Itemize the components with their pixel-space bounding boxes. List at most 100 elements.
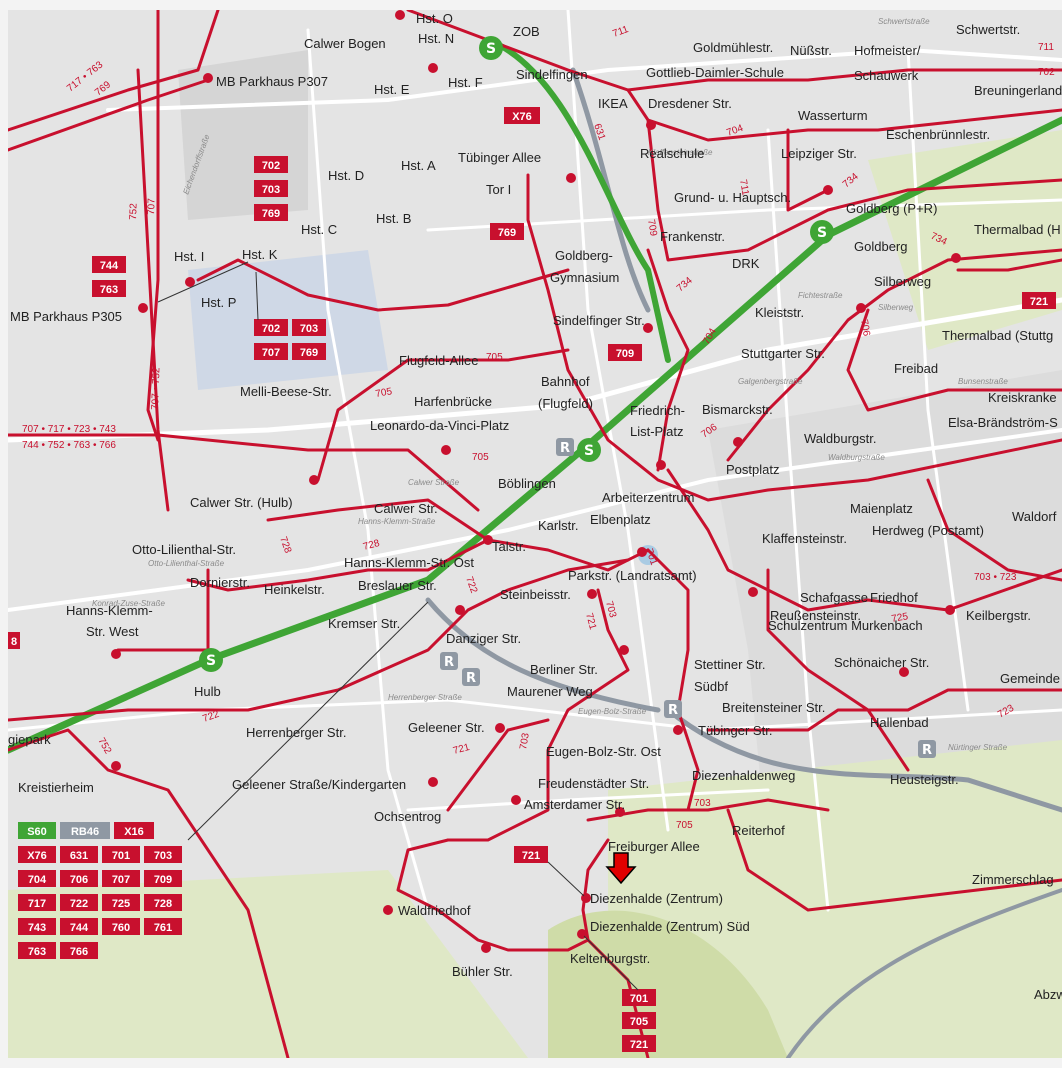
stop-dot[interactable]	[428, 63, 438, 73]
stop-dot[interactable]	[441, 445, 451, 455]
stop-label[interactable]: IKEA	[598, 96, 628, 111]
s-bahn-icon[interactable]: S	[577, 438, 601, 462]
legend-badge[interactable]: 631	[60, 846, 98, 863]
stop-dot[interactable]	[646, 120, 656, 130]
stop-label[interactable]: Breslauer Str.	[358, 578, 437, 593]
legend-badge[interactable]: 761	[144, 918, 182, 935]
stop-label[interactable]: Kreistierheim	[18, 780, 94, 795]
stop-dot[interactable]	[481, 943, 491, 953]
legend-badge[interactable]: 722	[60, 894, 98, 911]
stop-label[interactable]: Freibad	[894, 361, 938, 376]
route-badge[interactable]: 701	[622, 989, 656, 1006]
route-badge[interactable]: 703	[254, 180, 288, 197]
park-ride-icon[interactable]: R	[462, 668, 480, 686]
stop-label[interactable]: Hst. A	[401, 158, 436, 173]
legend-badge[interactable]: 706	[60, 870, 98, 887]
stop-dot[interactable]	[483, 535, 493, 545]
stop-label[interactable]: Hst. P	[201, 295, 236, 310]
stop-label[interactable]: Harfenbrücke	[414, 394, 492, 409]
stop-dot[interactable]	[856, 303, 866, 313]
stop-label[interactable]: MB Parkhaus P307	[216, 74, 328, 89]
stop-label[interactable]: Keltenburgstr.	[570, 951, 650, 966]
stop-label[interactable]: Goldberg	[854, 239, 907, 254]
stop-label[interactable]: Hst. E	[374, 82, 410, 97]
stop-label[interactable]: Elsa-Brändström-S	[948, 415, 1058, 430]
stop-label[interactable]: Schulzentrum Murkenbach	[768, 618, 923, 633]
stop-label[interactable]: Thermalbad (H	[974, 222, 1061, 237]
stop-label[interactable]: Waldorf	[1012, 509, 1057, 524]
stop-label[interactable]: Melli-Beese-Str.	[240, 384, 332, 399]
stop-label[interactable]: Nüßstr.	[790, 43, 832, 58]
stop-dot[interactable]	[656, 460, 666, 470]
stop-label[interactable]: Waldfriedhof	[398, 903, 471, 918]
stop-label[interactable]: Klaffensteinstr.	[762, 531, 847, 546]
stop-label[interactable]: Schauwerk	[854, 68, 919, 83]
stop-dot[interactable]	[748, 587, 758, 597]
stop-label[interactable]: Friedrich-	[630, 403, 685, 418]
stop-label[interactable]: Sindelfingen	[516, 67, 588, 82]
route-badge[interactable]: 709	[608, 344, 642, 361]
route-badge[interactable]: 702	[254, 319, 288, 336]
stop-label[interactable]: Eschenbrünnlestr.	[886, 127, 990, 142]
stop-dot[interactable]	[511, 795, 521, 805]
stop-label[interactable]: Freiburger Allee	[608, 839, 700, 854]
stop-label[interactable]: Gottlieb-Daimler-Schule	[646, 65, 784, 80]
stop-label[interactable]: Abzw	[1034, 987, 1062, 1002]
stop-label[interactable]: Geleener Straße/Kindergarten	[232, 777, 406, 792]
stop-label[interactable]: Reiterhof	[732, 823, 785, 838]
transit-map[interactable]: Schwertstraße Klaffensteinstraße Eichend…	[8, 10, 1062, 1058]
stop-label[interactable]: Herdweg (Postamt)	[872, 523, 984, 538]
legend-badge[interactable]: RB46	[60, 822, 110, 839]
route-badge[interactable]: 721	[622, 1035, 656, 1052]
stop-label[interactable]: Südbf	[694, 679, 728, 694]
stop-dot[interactable]	[185, 277, 195, 287]
stop-label[interactable]: Wasserturm	[798, 108, 868, 123]
stop-label[interactable]: Tübinger Allee	[458, 150, 541, 165]
stop-label[interactable]: Hanns-Klemm-Str. Ost	[344, 555, 474, 570]
stop-label[interactable]: Breitensteiner Str.	[722, 700, 825, 715]
stop-dot[interactable]	[587, 589, 597, 599]
stop-label[interactable]: Thermalbad (Stuttg	[942, 328, 1053, 343]
stop-label[interactable]: Hofmeister/	[854, 43, 921, 58]
stop-dot[interactable]	[733, 437, 743, 447]
stop-label[interactable]: Hst. D	[328, 168, 364, 183]
stop-label[interactable]: Schwertstr.	[956, 22, 1020, 37]
stop-dot[interactable]	[899, 667, 909, 677]
stop-label[interactable]: Eugen-Bolz-Str. Ost	[546, 744, 661, 759]
location-marker-icon[interactable]	[605, 852, 637, 885]
route-badge[interactable]: 703	[292, 319, 326, 336]
stop-label[interactable]: Otto-Lilienthal-Str.	[132, 542, 236, 557]
stop-label[interactable]: Goldmühlestr.	[693, 40, 773, 55]
legend-badge[interactable]: 701	[102, 846, 140, 863]
stop-label[interactable]: Kleiststr.	[755, 305, 804, 320]
route-badge[interactable]: 744	[92, 256, 126, 273]
stop-label[interactable]: Keilbergstr.	[966, 608, 1031, 623]
legend-badge[interactable]: 709	[144, 870, 182, 887]
stop-label[interactable]: DRK	[732, 256, 760, 271]
stop-label[interactable]: Hanns-Klemm-	[66, 603, 153, 618]
stop-label[interactable]: Schafgasse	[800, 590, 868, 605]
stop-label[interactable]: Freudenstädter Str.	[538, 776, 649, 791]
stop-label[interactable]: Postplatz	[726, 462, 779, 477]
route-badge[interactable]: 705	[622, 1012, 656, 1029]
route-badge[interactable]: 769	[292, 343, 326, 360]
stop-label[interactable]: List-Platz	[630, 424, 683, 439]
stop-label[interactable]: Hst. F	[448, 75, 483, 90]
s-bahn-icon[interactable]: S	[479, 36, 503, 60]
stop-label[interactable]: Grund- u. Hauptsch.	[674, 190, 791, 205]
stop-label[interactable]: Stuttgarter Str.	[741, 346, 825, 361]
stop-label[interactable]: Heusteigstr.	[890, 772, 959, 787]
stop-label[interactable]: Geleener Str.	[408, 720, 485, 735]
stop-dot[interactable]	[643, 323, 653, 333]
stop-label[interactable]: Bühler Str.	[452, 964, 513, 979]
stop-label[interactable]: Karlstr.	[538, 518, 578, 533]
stop-label[interactable]: Dornierstr.	[190, 575, 250, 590]
stop-label[interactable]: Frankenstr.	[660, 229, 725, 244]
legend-badge[interactable]: 728	[144, 894, 182, 911]
park-ride-icon[interactable]: R	[664, 700, 682, 718]
stop-label[interactable]: Calwer Bogen	[304, 36, 386, 51]
stop-label[interactable]: Calwer Str. (Hulb)	[190, 495, 293, 510]
stop-label[interactable]: Kremser Str.	[328, 616, 400, 631]
stop-dot[interactable]	[495, 723, 505, 733]
legend-badge[interactable]: 760	[102, 918, 140, 935]
